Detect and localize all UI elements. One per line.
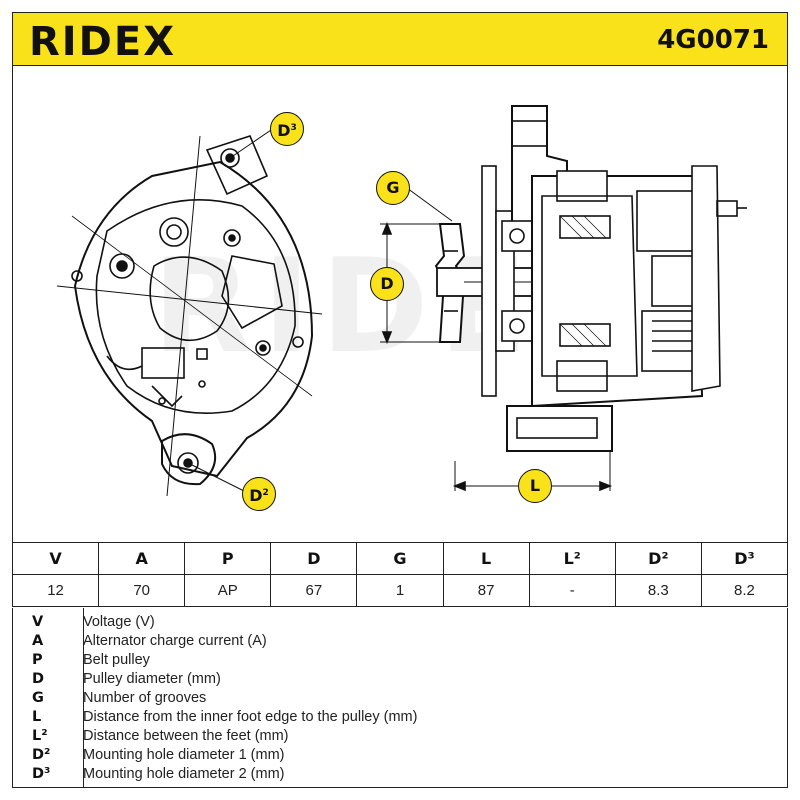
spec-value-l: 87 (442, 574, 530, 607)
legend-desc: Mounting hole diameter 2 (mm) (83, 766, 285, 782)
legend-item: V Voltage (V) (13, 614, 789, 633)
legend-item: A Alternator charge current (A) (13, 633, 789, 652)
side-view (380, 105, 747, 492)
spec-value-d3: 8.2 (700, 574, 789, 607)
legend: V Voltage (V) A Alternator charge curren… (12, 608, 788, 788)
legend-key: A (32, 633, 44, 649)
legend-desc: Distance between the feet (mm) (83, 728, 289, 744)
spec-value-g: 1 (356, 574, 444, 607)
legend-item: L Distance from the inner foot edge to t… (13, 709, 789, 728)
legend-key: G (32, 690, 44, 706)
legend-key: D² (32, 747, 51, 763)
spec-value-a: 70 (98, 574, 186, 607)
callout-d: D (370, 267, 404, 301)
legend-item: L² Distance between the feet (mm) (13, 728, 789, 747)
spec-header-v: V (11, 542, 100, 575)
legend-key: V (32, 614, 44, 630)
legend-item: P Belt pulley (13, 652, 789, 671)
legend-desc: Mounting hole diameter 1 (mm) (83, 747, 285, 763)
spec-header-l2: L² (528, 542, 616, 575)
spec-table: V A P D G L L² D² D³ 12 70 AP 67 1 87 - … (11, 542, 789, 607)
callout-g: G (376, 171, 410, 205)
legend-item: D Pulley diameter (mm) (13, 671, 789, 690)
callout-d3: D3 (270, 112, 304, 146)
spec-header-d: D (270, 542, 358, 575)
spec-header-d2: D² (614, 542, 702, 575)
legend-item: G Number of grooves (13, 690, 789, 709)
drawing-frame (12, 66, 788, 542)
front-view (56, 127, 323, 497)
legend-key: L² (32, 728, 48, 744)
legend-item: D² Mounting hole diameter 1 (mm) (13, 747, 789, 766)
spec-header-row: V A P D G L L² D² D³ (11, 542, 789, 575)
callout-d2: D2 (242, 477, 276, 511)
spec-header-l: L (442, 542, 530, 575)
spec-value-d: 67 (270, 574, 358, 607)
callout-l: L (518, 469, 552, 503)
legend-key: P (32, 652, 43, 668)
part-number: 4G0071 (657, 25, 769, 55)
legend-key: D³ (32, 766, 51, 782)
spec-header-g: G (356, 542, 444, 575)
header-bar: RIDEX 4G0071 (12, 12, 788, 66)
spec-header-p: P (184, 542, 272, 575)
spec-value-l2: - (528, 574, 616, 607)
spec-value-row: 12 70 AP 67 1 87 - 8.3 8.2 (11, 574, 789, 607)
spec-value-d2: 8.3 (614, 574, 702, 607)
spec-value-p: AP (184, 574, 272, 607)
alternator-drawing: RIDEX (56, 105, 747, 497)
legend-key: D (32, 671, 45, 687)
legend-desc: Voltage (V) (83, 614, 155, 630)
legend-desc: Pulley diameter (mm) (83, 671, 221, 687)
legend-desc: Alternator charge current (A) (83, 633, 267, 649)
spec-header-d3: D³ (700, 542, 789, 575)
legend-desc: Belt pulley (83, 652, 150, 668)
brand-logo: RIDEX (29, 19, 177, 65)
spec-header-a: A (98, 542, 186, 575)
legend-item: D³ Mounting hole diameter 2 (mm) (13, 766, 789, 785)
legend-key: L (32, 709, 42, 725)
legend-desc: Distance from the inner foot edge to the… (83, 709, 418, 725)
spec-value-v: 12 (11, 574, 100, 607)
legend-divider (83, 608, 84, 787)
legend-desc: Number of grooves (83, 690, 207, 706)
